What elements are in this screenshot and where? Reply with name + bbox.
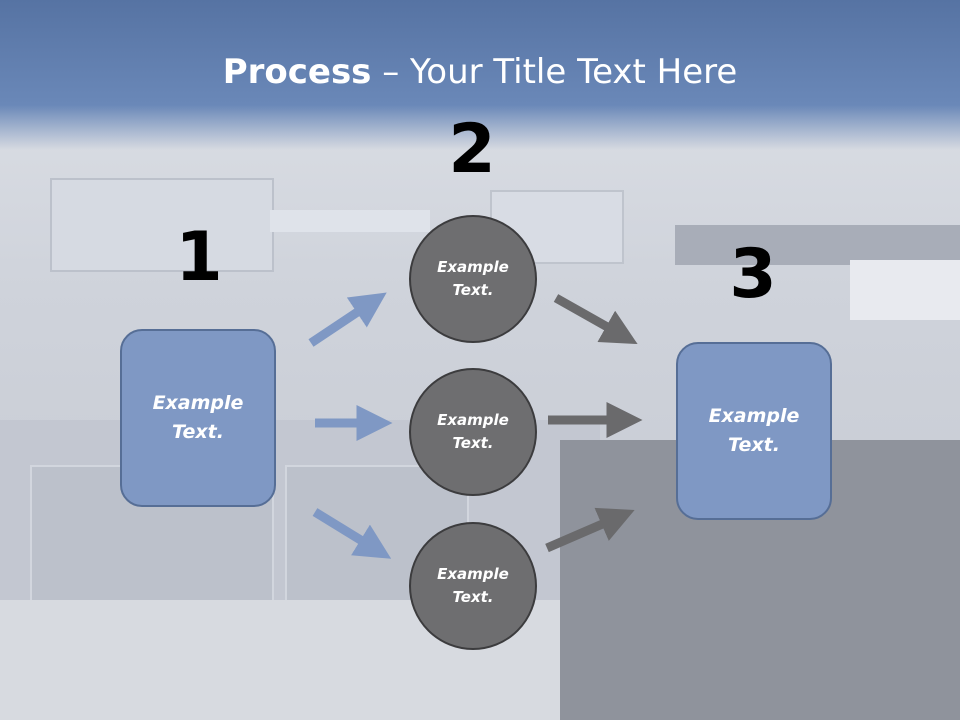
arrow-from-circle-1 [553,294,638,345]
title-bold: Process [222,52,372,92]
step-number-3: 3 [729,235,777,314]
title-banner [0,0,960,150]
circle-bottom-text: Example Text. [437,565,509,606]
arrow-from-circle-3 [545,507,635,553]
circle-middle-text: Example Text. [437,411,509,452]
arrow-to-circle-3 [312,508,392,559]
circle-top-text: Example Text. [437,258,509,299]
left-box: Example Text. [120,329,276,507]
right-box: Example Text. [676,342,832,520]
right-box-text: Example Text. [708,405,800,456]
slide-title: Process – Your Title Text Here [0,52,960,92]
left-box-text: Example Text. [152,392,244,443]
arrow-to-circle-1 [308,292,387,347]
step-number-2: 2 [448,110,496,189]
circle-middle: Example Text. [409,368,537,496]
step-number-1: 1 [175,218,223,297]
circle-bottom: Example Text. [409,522,537,650]
circle-top: Example Text. [409,215,537,343]
title-rest: – Your Title Text Here [371,52,738,92]
